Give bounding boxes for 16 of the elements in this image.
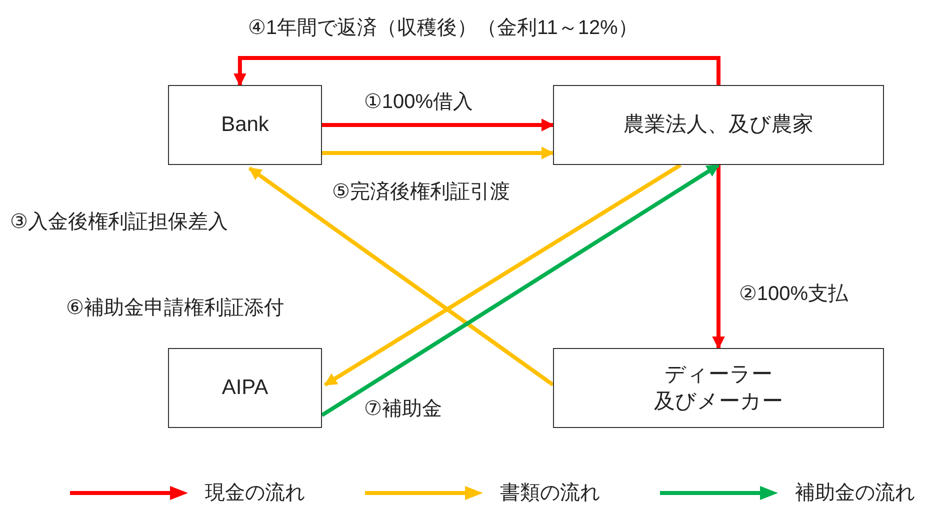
arrow	[712, 165, 725, 350]
entity-box	[553, 348, 884, 428]
entity-box: 農業法人、及び農家	[553, 85, 884, 165]
box-text: ディーラー	[664, 362, 772, 388]
arrow	[234, 56, 720, 86]
legend-label: 書類の流れ	[500, 481, 600, 506]
arrow	[248, 166, 554, 386]
entity-box: Bank	[168, 85, 322, 165]
legend-label: 補助金の流れ	[795, 481, 915, 506]
arrow	[320, 163, 720, 417]
legend-label: 現金の流れ	[205, 481, 305, 506]
box-text: 及びメーカー	[654, 389, 783, 415]
arrow	[322, 118, 554, 132]
entity-box: AIPA	[168, 348, 322, 428]
arrow	[322, 146, 554, 160]
arrow	[324, 163, 682, 386]
